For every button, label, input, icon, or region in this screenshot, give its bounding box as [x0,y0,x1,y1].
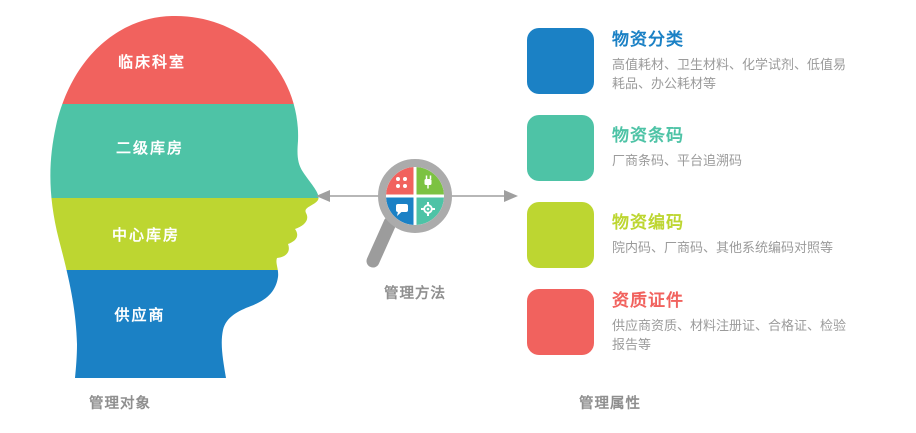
head-silhouette-svg: 临床科室 二级库房 中心库房 供应商 [50,15,319,378]
attribute-swatch [527,28,594,94]
attribute-text: 物资分类 高值耗材、卫生材料、化学试剂、低值易耗品、办公耗材等 [612,28,884,94]
attribute-text: 资质证件 供应商资质、材料注册证、合格证、检验报告等 [612,289,884,355]
quadrant-gear [415,196,444,225]
head-band-label: 中心库房 [112,226,180,244]
attribute-title: 资质证件 [612,290,684,311]
quadrant-apps [386,167,415,196]
attribute-row-barcode: 物资条码 厂商条码、平台追溯码 [527,115,884,181]
attribute-swatch [527,202,594,268]
attribute-description: 厂商条码、平台追溯码 [612,154,743,170]
attribute-description: 院内码、厂商码、其他系统编码对照等 [612,241,834,257]
head-band [50,198,319,270]
attribute-title: 物资分类 [612,29,684,50]
head-band-label: 临床科室 [118,53,186,71]
chat-icon [396,204,408,216]
attribute-row-coding: 物资编码 院内码、厂商码、其他系统编码对照等 [527,202,884,268]
magnifier-icon [312,150,522,275]
head-band [50,104,319,198]
attribute-title: 物资编码 [612,213,684,234]
magnifier-handle [366,216,397,268]
head-band-label: 二级库房 [116,139,184,157]
attribute-list: 物资分类 高值耗材、卫生材料、化学试剂、低值易耗品、办公耗材等 物资条码 厂商条… [527,28,884,355]
caption-management-objects: 管理对象 [89,396,151,412]
head-band [50,270,319,378]
attribute-row-certificates: 资质证件 供应商资质、材料注册证、合格证、检验报告等 [527,289,884,355]
attribute-row-classification: 物资分类 高值耗材、卫生材料、化学试剂、低值易耗品、办公耗材等 [527,28,884,94]
gear-icon [421,202,435,216]
head-band-label: 供应商 [113,306,165,324]
caption-management-methods: 管理方法 [384,286,446,302]
attribute-title: 物资条码 [612,126,684,147]
attribute-text: 物资条码 厂商条码、平台追溯码 [612,115,884,181]
attribute-swatch [527,289,594,355]
attribute-text: 物资编码 院内码、厂商码、其他系统编码对照等 [612,202,884,268]
magnifier-ring [378,159,452,233]
head-silhouette: 临床科室 二级库房 中心库房 供应商 [20,8,320,378]
attribute-description: 供应商资质、材料注册证、合格证、检验报告等 [612,318,847,353]
attribute-description: 高值耗材、卫生材料、化学试剂、低值易耗品、办公耗材等 [612,57,847,92]
apps-icon [396,177,407,188]
caption-management-attributes: 管理属性 [579,396,641,412]
attribute-swatch [527,115,594,181]
plug-icon [424,175,432,189]
